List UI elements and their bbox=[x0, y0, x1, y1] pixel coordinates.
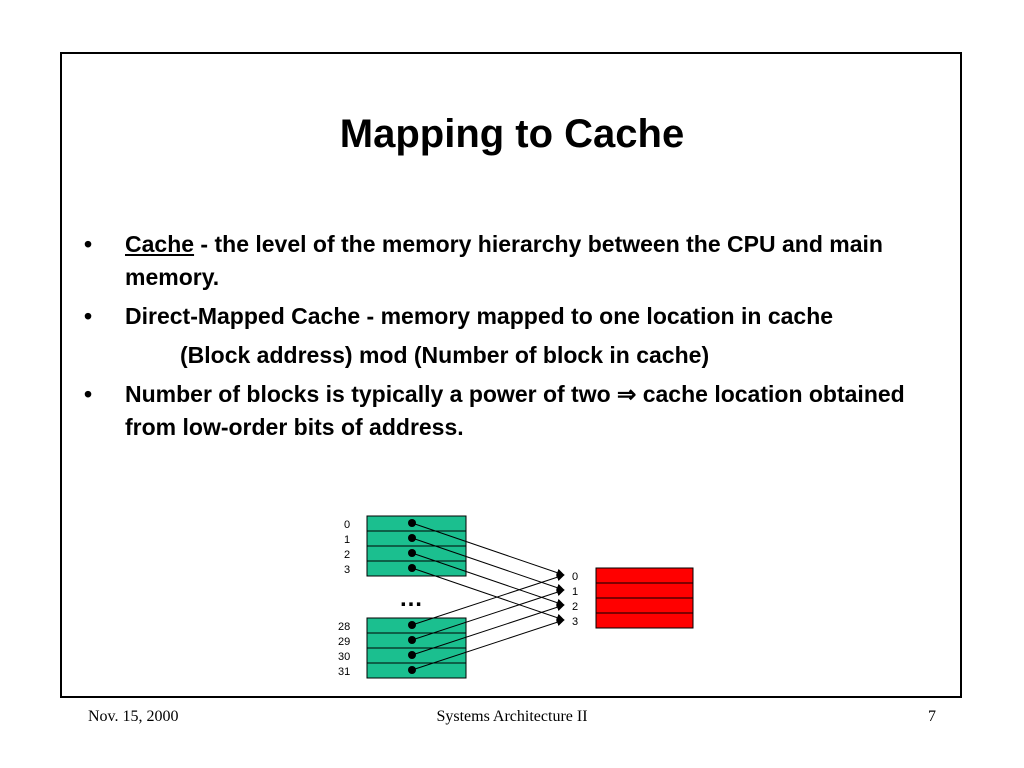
dot bbox=[408, 534, 416, 542]
direct-mapped-text: Direct-Mapped Cache - memory mapped to o… bbox=[125, 303, 834, 329]
dot bbox=[408, 564, 416, 572]
dot bbox=[408, 651, 416, 659]
memory-blocks-bottom bbox=[366, 617, 467, 679]
memory-label: 29 bbox=[338, 636, 350, 648]
memory-label: 2 bbox=[344, 549, 350, 561]
memory-label: 30 bbox=[338, 651, 350, 663]
cache-blocks bbox=[595, 567, 694, 629]
arrow-1-to-1 bbox=[411, 537, 565, 592]
mapping-arrows bbox=[411, 522, 565, 671]
cache-definition-text: - the level of the memory hierarchy betw… bbox=[125, 231, 883, 290]
dot bbox=[408, 666, 416, 674]
memory-block-0 bbox=[366, 515, 467, 532]
cache-labels: 0 1 2 3 bbox=[572, 571, 578, 628]
memory-label: 3 bbox=[344, 564, 350, 576]
memory-block-30 bbox=[366, 647, 467, 664]
bullet-marker: • bbox=[84, 231, 93, 257]
arrow-3-to-3 bbox=[411, 567, 565, 622]
slide-title: Mapping to Cache bbox=[339, 112, 685, 156]
memory-block-31 bbox=[366, 662, 467, 679]
bullet-marker: • bbox=[84, 303, 93, 329]
memory-block-3 bbox=[366, 560, 467, 577]
cache-block-3 bbox=[595, 612, 694, 629]
dot bbox=[408, 549, 416, 557]
memory-label: 28 bbox=[338, 621, 350, 633]
cache-label: 0 bbox=[572, 571, 578, 583]
arrow-28-to-0 bbox=[411, 573, 565, 626]
memory-label: 1 bbox=[344, 534, 350, 546]
bullet-cache-definition: • Cache - the level of the memory hierar… bbox=[84, 228, 944, 294]
dot bbox=[408, 621, 416, 629]
arrow-30-to-2 bbox=[411, 603, 565, 656]
slide-frame bbox=[60, 52, 962, 698]
cache-block-2 bbox=[595, 597, 694, 614]
cache-label: 3 bbox=[572, 616, 578, 628]
memory-block-2 bbox=[366, 545, 467, 562]
mapping-formula: (Block address) mod (Number of block in … bbox=[180, 342, 710, 368]
arrow-31-to-3 bbox=[411, 618, 565, 671]
dot bbox=[408, 636, 416, 644]
memory-label: 0 bbox=[344, 519, 350, 531]
bullet-power-of-two: • Number of blocks is typically a power … bbox=[84, 378, 944, 444]
memory-bottom-labels: 28 29 30 31 bbox=[338, 621, 350, 678]
memory-top-labels: 0 1 2 3 bbox=[344, 519, 350, 576]
arrow-2-to-2 bbox=[411, 552, 565, 607]
cache-block-1 bbox=[595, 582, 694, 599]
arrow-0-to-0 bbox=[411, 522, 565, 577]
cache-label: 2 bbox=[572, 601, 578, 613]
implies-arrow-icon: ⇒ bbox=[617, 381, 637, 407]
bullet-marker: • bbox=[84, 381, 93, 407]
footer-date: Nov. 15, 2000 bbox=[88, 708, 179, 725]
footer-page-number: 7 bbox=[928, 708, 936, 725]
bullet-list: • Cache - the level of the memory hierar… bbox=[84, 228, 944, 450]
power-of-two-text: Number of blocks is typically a power of… bbox=[125, 381, 618, 407]
dot bbox=[408, 519, 416, 527]
arrow-origin-dots bbox=[408, 519, 416, 674]
footer-course: Systems Architecture II bbox=[436, 708, 588, 725]
cache-term: Cache bbox=[125, 231, 195, 257]
low-order-bits-text: cache location obtained from low-order b… bbox=[125, 381, 905, 440]
ellipsis: … bbox=[399, 585, 423, 612]
memory-label: 31 bbox=[338, 666, 350, 678]
memory-block-1 bbox=[366, 530, 467, 547]
memory-block-28 bbox=[366, 617, 467, 634]
memory-blocks-top bbox=[366, 515, 467, 577]
arrow-29-to-1 bbox=[411, 588, 565, 641]
memory-block-29 bbox=[366, 632, 467, 649]
cache-block-0 bbox=[595, 567, 694, 584]
bullet-direct-mapped: • Direct-Mapped Cache - memory mapped to… bbox=[84, 300, 944, 333]
cache-label: 1 bbox=[572, 586, 578, 598]
